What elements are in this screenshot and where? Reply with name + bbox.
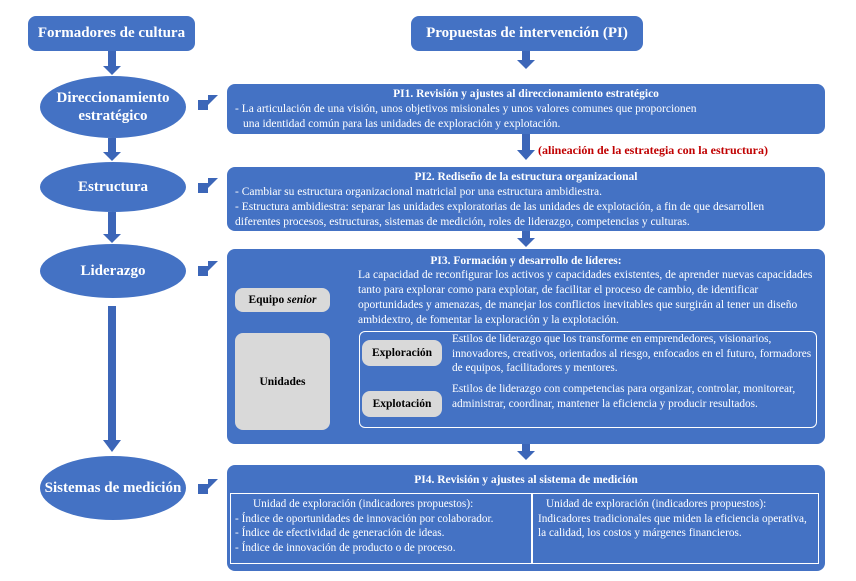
pi4-right-outline <box>532 493 819 564</box>
header-propuestas: Propuestas de intervención (PI) <box>411 16 643 51</box>
pi4-left-item-2: - Índice de efectividad de generación de… <box>235 527 445 540</box>
pi4-right-text: Indicadores tradicionales que miden la e… <box>538 512 807 540</box>
header-formadores: Formadores de cultura <box>28 16 195 51</box>
oval-sistemas: Sistemas de medición <box>40 456 186 520</box>
arrow-right-4 <box>198 479 218 494</box>
oval-liderazgo: Liderazgo <box>40 244 186 298</box>
pi2-line3: diferentes procesos, estructuras, sistem… <box>235 215 690 228</box>
oval-direccionamiento-label: Direccionamiento estratégico <box>56 90 170 124</box>
pi4-right-content: Unidad de exploración (indicadores propu… <box>538 497 816 541</box>
explotacion-label: Explotación <box>372 398 432 410</box>
arrow-down-2 <box>103 138 121 161</box>
pi2-line2: - Estructura ambidiestra: separar las un… <box>235 200 765 213</box>
panel-pi1: PI1. Revisión y ajustes al direccionamie… <box>227 84 825 134</box>
pi2-title: PI2. Rediseño de la estructura organizac… <box>414 171 638 183</box>
pi4-left-content: Unidad de exploración (indicadores propu… <box>235 497 530 556</box>
arrow-down-3 <box>103 212 121 243</box>
box-exploracion: Exploración <box>362 340 442 366</box>
pi1-line1: - La articulación de una visión, unos ob… <box>235 102 697 115</box>
equipo-senior-label: Equipo senior <box>248 294 317 306</box>
arrow-right-1 <box>198 95 218 110</box>
pi1-line2: una identidad común para las unidades de… <box>243 117 561 130</box>
arrow-down-right-4 <box>517 444 535 460</box>
arrow-down-right-1 <box>517 51 535 69</box>
panel-pi4: PI4. Revisión y ajustes al sistema de me… <box>227 465 825 571</box>
arrow-down-4 <box>103 306 121 452</box>
unidades-label: Unidades <box>259 375 306 388</box>
pi3-exploracion-text: Estilos de liderazgo que los transforme … <box>452 333 812 375</box>
arrow-down-1 <box>103 51 121 75</box>
pi3-explotacion-text: Estilos de liderazgo con competencias pa… <box>452 383 796 410</box>
pi3-unidades-outline <box>359 331 817 428</box>
exploracion-label: Exploración <box>371 347 433 359</box>
oval-liderazgo-label: Liderazgo <box>80 263 146 279</box>
oval-estructura: Estructura <box>40 162 186 212</box>
alignment-note: (alineación de la estrategia con la estr… <box>538 143 768 157</box>
oval-estructura-label: Estructura <box>78 179 148 195</box>
box-unidades: Unidades <box>235 333 330 430</box>
panel-pi2: PI2. Rediseño de la estructura organizac… <box>227 167 825 231</box>
oval-sistemas-label: Sistemas de medición <box>44 480 182 496</box>
arrow-right-3 <box>198 261 218 276</box>
oval-direccionamiento: Direccionamiento estratégico <box>40 76 186 138</box>
pi4-title: PI4. Revisión y ajustes al sistema de me… <box>414 474 638 486</box>
pi4-right-heading: Unidad de exploración (indicadores propu… <box>546 498 767 510</box>
pi4-left-item-1: - Índice de oportunidades de innovación … <box>235 512 494 525</box>
pi4-left-item-3: - Índice de innovación de producto o de … <box>235 542 456 555</box>
pi3-senior-text: La capacidad de reconfigurar los activos… <box>358 269 813 326</box>
box-equipo-senior: Equipo senior <box>235 288 330 312</box>
header-formadores-label: Formadores de cultura <box>37 25 186 41</box>
pi2-line1: - Cambiar su estructura organizacional m… <box>235 185 603 198</box>
header-propuestas-label: Propuestas de intervención (PI) <box>426 25 628 41</box>
pi4-left-heading: Unidad de exploración (indicadores propu… <box>253 498 474 510</box>
pi3-title: PI3. Formación y desarrollo de líderes: <box>430 255 622 267</box>
pi1-title: PI1. Revisión y ajustes al direccionamie… <box>393 88 659 100</box>
pi4-left-outline <box>230 493 532 564</box>
box-explotacion: Explotación <box>362 391 442 417</box>
arrow-right-2 <box>198 178 218 193</box>
arrow-down-right-3 <box>517 231 535 247</box>
arrow-down-right-2 <box>517 134 535 160</box>
